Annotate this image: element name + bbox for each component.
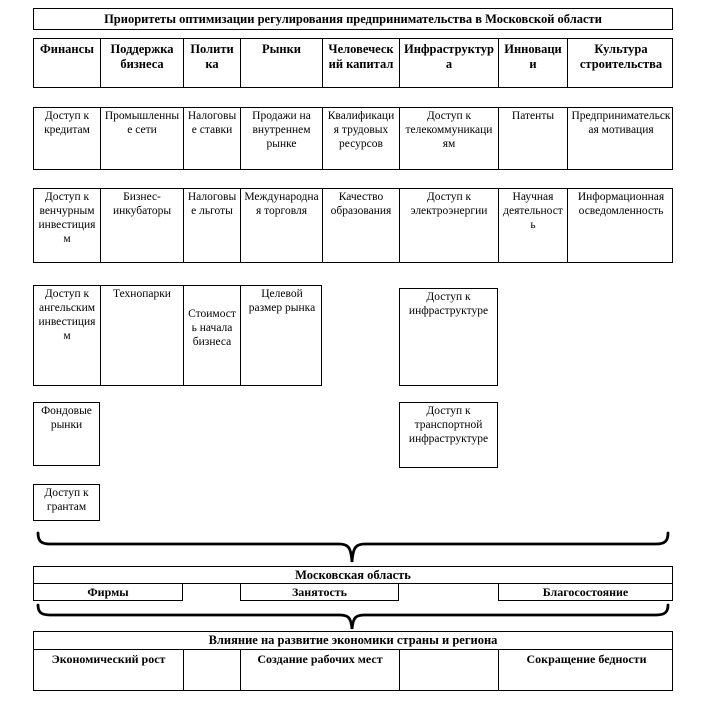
economic-growth-cell: Экономический рост xyxy=(34,650,184,691)
impact-table: Влияние на развитие экономики страны и р… xyxy=(33,631,673,691)
grid-cell: Доступ к ангельским инвестициям xyxy=(34,286,101,385)
firms-box: Фирмы xyxy=(33,583,183,601)
diagram-title: Приоритеты оптимизации регулирования пре… xyxy=(33,8,673,30)
column-header-infrastructure: Инфраструктура xyxy=(400,39,499,87)
poverty-reduction-cell: Сокращение бедности xyxy=(526,652,647,666)
column-header-finance: Финансы xyxy=(34,39,101,87)
impact-row: Экономический рост Создание рабочих мест… xyxy=(34,650,672,691)
column-header-business-support: Поддержка бизнеса xyxy=(101,39,184,87)
grid-cell: Доступ к электроэнергии xyxy=(400,189,499,262)
column-header-row: Финансы Поддержка бизнеса Политика Рынки… xyxy=(33,38,673,88)
column-header-construction-culture: Культура строительства xyxy=(579,42,663,71)
region-title-box: Московская область xyxy=(33,566,673,584)
impact-title: Влияние на развитие экономики страны и р… xyxy=(34,632,672,650)
grid-cell: Целевой размер рынка xyxy=(248,288,316,315)
grid-cell: Промышленные сети xyxy=(101,108,184,169)
brace-icon xyxy=(33,602,673,632)
grid-cell: Информационная осведомленность xyxy=(577,191,665,218)
column-header-innovation: Инновации xyxy=(499,39,568,87)
empty-cell xyxy=(400,650,499,691)
job-creation-cell: Создание рабочих мест xyxy=(241,650,400,691)
grid-cell: Технопарки xyxy=(101,286,184,385)
grants-access-box: Доступ к грантам xyxy=(33,484,100,521)
transport-infrastructure-box: Доступ к транспортной инфраструктуре xyxy=(399,402,498,468)
grid-cell: Квалификация трудовых ресурсов xyxy=(323,108,400,169)
grid-cell: Научная деятельность xyxy=(499,189,568,262)
column-header-markets: Рынки xyxy=(241,39,323,87)
grid-cell: Доступ к венчурным инвестициям xyxy=(34,189,101,262)
stock-markets-box: Фондовые рынки xyxy=(33,402,100,466)
column-header-policy: Политика xyxy=(184,39,241,87)
grid-cell: Предпринимательская мотивация xyxy=(571,110,671,137)
grid-cell: Международная торговля xyxy=(241,189,323,262)
grid-cell: Доступ к телекоммуникациям xyxy=(400,108,499,169)
grid-cell: Налоговые льготы xyxy=(184,189,241,262)
priority-row-1: Доступ к кредитам Промышленные сети Нало… xyxy=(33,107,673,170)
grid-cell: Бизнес-инкубаторы xyxy=(101,189,184,262)
grid-cell: Налоговые ставки xyxy=(184,108,241,169)
column-header-human-capital: Человеческий капитал xyxy=(323,39,400,87)
grid-cell: Качество образования xyxy=(323,189,400,262)
grid-cell: Доступ к кредитам xyxy=(34,108,101,169)
priority-row-3: Доступ к ангельским инвестициям Технопар… xyxy=(33,285,322,386)
brace-icon xyxy=(33,530,673,566)
grid-cell: Стоимость начала бизнеса xyxy=(184,286,241,385)
employment-box: Занятость xyxy=(240,583,399,601)
grid-cell: Патенты xyxy=(499,108,568,169)
welfare-box: Благосостояние xyxy=(498,583,673,601)
infrastructure-access-box: Доступ к инфраструктуре xyxy=(399,288,498,386)
grid-cell: Продажи на внутреннем рынке xyxy=(241,108,323,169)
empty-cell xyxy=(184,650,241,691)
priority-row-2: Доступ к венчурным инвестициям Бизнес-ин… xyxy=(33,188,673,263)
